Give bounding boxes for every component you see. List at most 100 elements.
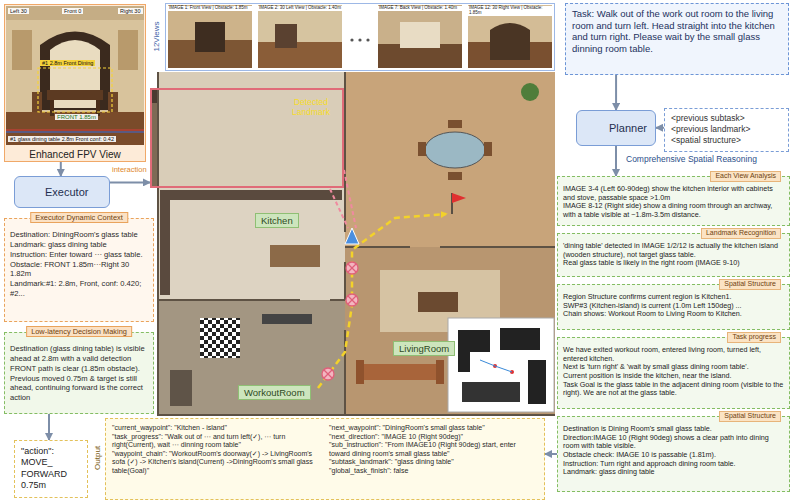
annotation-label: IMAGE 1: Front View | Obstacle: 1.85m bbox=[168, 6, 252, 11]
node-text: Landmark:#1: 2.8m, Front, conf: 0.420; #… bbox=[10, 279, 148, 299]
heading-text: Detected Landmark bbox=[286, 98, 336, 118]
analysis-box: Each View AnalysisIMAGE 3-4 (Left 60-90d… bbox=[557, 176, 790, 226]
node-text: Executor bbox=[45, 186, 88, 198]
node-text: Obstacle: FRONT 1.85m⋯Right 30 1.82m bbox=[10, 260, 148, 280]
floor-plan-part bbox=[318, 214, 446, 388]
node-text: <previous subtask> bbox=[671, 113, 782, 124]
floor-plan-part bbox=[448, 172, 462, 180]
fpv-photo-part bbox=[40, 32, 110, 111]
node-text: Instruction: Turn right and approach din… bbox=[563, 460, 784, 469]
floor-plan bbox=[158, 72, 555, 415]
floor-plan-part-part bbox=[324, 370, 332, 378]
view-thumbnails-part bbox=[258, 5, 342, 68]
node-text: Task: Walk out of the work out room to t… bbox=[572, 8, 782, 54]
floor-plan-part bbox=[521, 83, 539, 101]
analysis-box: Spatial StructureDestination is Dining R… bbox=[557, 416, 790, 492]
node-text: Landmark: glass dining table bbox=[10, 240, 148, 250]
node-text: Kitchen bbox=[261, 215, 293, 226]
mini-map-part bbox=[500, 328, 540, 350]
floor-plan-part bbox=[158, 188, 345, 300]
view-thumbnails-part bbox=[168, 5, 252, 68]
node-text: "next_direction": "IMAGE 10 (Right 90deg… bbox=[329, 433, 538, 442]
floor-plan-part bbox=[200, 318, 240, 358]
node-text: "global_task_finish": false bbox=[329, 467, 538, 476]
node-text: Chain shows: Workout Room to Living Room… bbox=[563, 310, 784, 319]
floor-plan-part-part bbox=[324, 370, 332, 378]
mini-map-part bbox=[462, 382, 520, 402]
floor-plan-part bbox=[345, 247, 555, 415]
view-thumbnails-part bbox=[490, 23, 530, 60]
flow-arrow bbox=[48, 414, 50, 440]
context-panel: Executor Dynamic ContextDestination: Din… bbox=[4, 218, 154, 322]
mini-map-part bbox=[448, 318, 554, 412]
floor-plan-part-part bbox=[348, 264, 356, 272]
floor-plan-part bbox=[160, 200, 170, 295]
fpv-photo bbox=[5, 5, 145, 161]
node-text: Landmark: glass dining table bbox=[563, 468, 784, 477]
room-label: WorkoutRoom bbox=[238, 385, 311, 400]
node-text: Planner bbox=[609, 122, 647, 134]
fpv-photo-part bbox=[6, 112, 144, 145]
heading-text: Enhanced FPV View bbox=[5, 149, 145, 160]
annotation-label: Right 30 bbox=[118, 8, 143, 14]
node-text: IMAGE 8-12 (Right side) show a dining ro… bbox=[563, 202, 784, 219]
heading-text: Landmark Recognition bbox=[701, 228, 781, 239]
node-text: "current_waypoint": "Kitchen - island" bbox=[112, 424, 321, 433]
floor-plan-part-part bbox=[346, 294, 358, 306]
flow-arrow bbox=[656, 127, 664, 129]
fpv-photo-part bbox=[12, 30, 32, 70]
heading-text: 12Views bbox=[152, 7, 161, 67]
floor-plan-part bbox=[448, 120, 462, 128]
node-text: Real glass table is likely in the right … bbox=[563, 259, 784, 268]
node-text: SWP#3 (Kitchen-island) is current (1.0m … bbox=[563, 302, 784, 311]
flow-arrow bbox=[615, 146, 617, 176]
floor-plan-part bbox=[344, 170, 356, 228]
floor-plan-part bbox=[436, 360, 444, 384]
floor-plan-part bbox=[360, 364, 440, 380]
node-text: Current position is inside the kitchen, … bbox=[563, 372, 784, 381]
node-text: 'dining table' detected in IMAGE 1/2/12 … bbox=[563, 242, 784, 259]
node-text: "waypoint_chain": "WorkoutRoom's doorway… bbox=[112, 450, 321, 476]
executor-box: Executor bbox=[14, 176, 110, 208]
node-text: Destination is Dining Room's small glass… bbox=[563, 425, 784, 434]
analysis-box: Landmark Recognition'dining table' detec… bbox=[557, 233, 790, 277]
floor-plan-part bbox=[345, 72, 555, 247]
fpv-photo-part bbox=[5, 5, 145, 161]
heading-text: Spatial Structure bbox=[719, 411, 781, 422]
view-thumbnails-part bbox=[195, 22, 225, 52]
flow-arrow bbox=[545, 453, 557, 455]
heading-text: Each View Analysis bbox=[710, 171, 781, 182]
node-text: Direction:IMAGE 10 (Right 90deg) shows a… bbox=[563, 434, 784, 451]
floor-plan-part bbox=[425, 132, 485, 168]
node-text: "subtask_landmark": "glass dining table" bbox=[329, 458, 538, 467]
floor-plan-part bbox=[345, 228, 359, 244]
fpv-photo-part bbox=[50, 100, 54, 116]
node-text: "task_progress": "Walk out of ⋯ and turn… bbox=[112, 433, 321, 450]
mini-map-part bbox=[528, 360, 546, 404]
annotation-label: IMAGE 12: 30 Right View | Obstacle: 1.85… bbox=[468, 6, 552, 16]
node-text: <previous landmark> bbox=[671, 124, 782, 135]
view-thumbnails-part bbox=[400, 22, 440, 48]
decision-panel: Low-latency Decision MakingDestination (… bbox=[4, 332, 154, 414]
floor-plan-part bbox=[322, 262, 358, 380]
json-output: "current_waypoint": "Kitchen - island""t… bbox=[105, 418, 545, 500]
planner-box: Planner bbox=[576, 110, 656, 146]
fpv-photo-part bbox=[6, 6, 144, 145]
view-thumbnails-part bbox=[468, 5, 552, 68]
floor-plan-part bbox=[418, 292, 458, 312]
flow-arrow bbox=[110, 181, 150, 183]
node-text: Destination (glass dining table) is visi… bbox=[10, 344, 148, 403]
node-text: LivingRoom bbox=[399, 343, 449, 354]
node-text: We have exited workout room, entered liv… bbox=[563, 346, 784, 363]
node-text: Destination: DiningRoom's glass table bbox=[10, 230, 148, 240]
task-box: Task: Walk out of the work out room to t… bbox=[565, 3, 789, 75]
view-thumbnails bbox=[168, 5, 552, 68]
flow-arrow bbox=[615, 75, 617, 110]
annotation-label: #1 2.8m Front Dining bbox=[40, 60, 95, 66]
fpv-photo-part bbox=[6, 6, 144, 20]
node-text: <spatial structure> bbox=[671, 135, 782, 146]
floor-plan-part bbox=[262, 314, 312, 324]
node-text: Region Structure confirms current region… bbox=[563, 293, 784, 302]
floor-plan-part bbox=[330, 189, 348, 228]
